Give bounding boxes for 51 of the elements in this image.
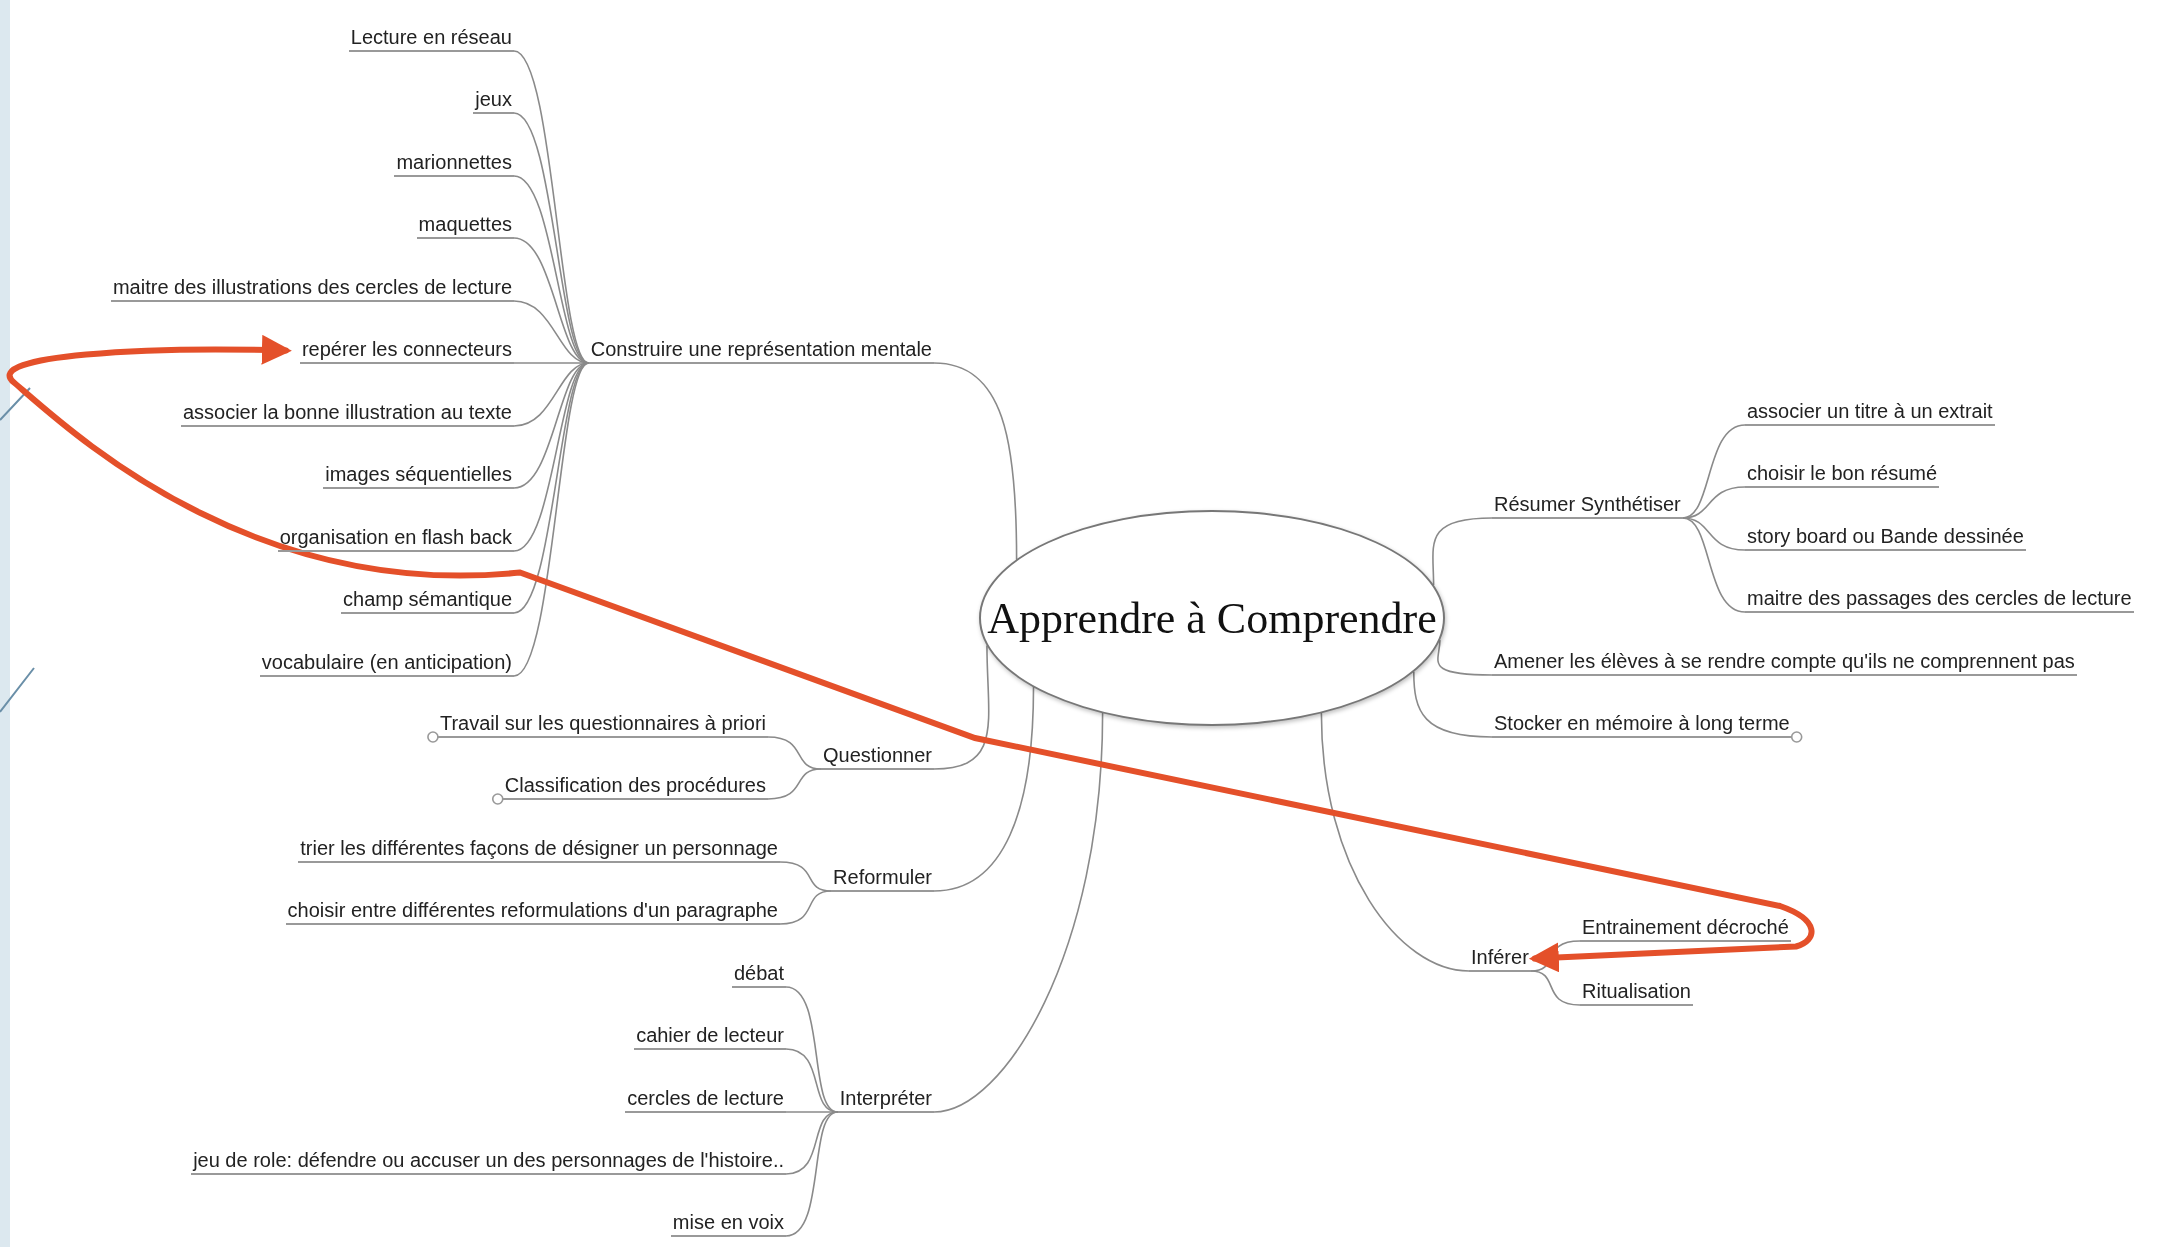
branch-label: choisir entre différentes reformulations d'un paragraphe xyxy=(285,898,780,925)
branch-line xyxy=(1432,517,1493,586)
branch-label: champ sémantique xyxy=(341,587,514,614)
branch-line xyxy=(1437,639,1493,676)
branch-label: repérer les connecteurs xyxy=(299,337,514,364)
central-topic-text: Apprendre à Comprendre xyxy=(987,592,1437,644)
branch-label: Travail sur les questionnaires à priori xyxy=(437,711,768,738)
branch-label: cercles de lecture xyxy=(625,1086,786,1113)
branch-label: Reformuler xyxy=(831,865,934,892)
branch-label: images séquentielles xyxy=(323,462,514,489)
branch-label: jeu de role: défendre ou accuser un des personnages de l'histoire.. xyxy=(191,1148,786,1175)
branch-line xyxy=(933,712,1104,1113)
branch-label: maitre des illustrations des cercles de lecture xyxy=(110,275,514,302)
branch-label: Lecture en réseau xyxy=(348,25,514,52)
branch-line xyxy=(513,362,590,614)
branch-label: choisir le bon résumé xyxy=(1745,461,1940,488)
branch-label: vocabulaire (en anticipation) xyxy=(259,650,514,677)
branch-line xyxy=(779,890,832,925)
branch-line xyxy=(785,1111,839,1237)
branch-label: débat xyxy=(731,961,786,988)
branch-label: cahier de lecteur xyxy=(634,1023,786,1050)
branch-label: Interpréter xyxy=(837,1086,934,1113)
branch-label: maitre des passages des cercles de lecture xyxy=(1745,586,2134,613)
branch-label: associer un titre à un extrait xyxy=(1745,399,1995,426)
branch-line xyxy=(933,645,990,770)
relationship-arrow xyxy=(6,335,1815,973)
branch-line xyxy=(1320,712,1470,972)
branch-label: mise en voix xyxy=(670,1210,786,1237)
branch-label: marionnettes xyxy=(394,150,514,177)
branch-label: Inférer xyxy=(1469,945,1531,972)
branch-label: trier les différentes façons de désigner un personnage xyxy=(298,836,780,863)
branch-label: Résumer Synthétiser xyxy=(1492,492,1683,519)
branch-line xyxy=(933,686,1035,892)
branch-label: Amener les élèves à se rendre compte qu'ils ne comprennent pas xyxy=(1492,649,2077,676)
branch-line xyxy=(933,362,1018,560)
branch-label: jeux xyxy=(473,87,514,114)
branch-label: Stocker en mémoire à long terme xyxy=(1492,711,1792,738)
branch-line xyxy=(1413,671,1493,738)
branch-label: Classification des procédures xyxy=(502,773,768,800)
branch-label: story board ou Bande dessinée xyxy=(1745,524,2026,551)
branch-label: Construire une représentation mentale xyxy=(588,337,934,364)
branch-label: associer la bonne illustration au texte xyxy=(180,400,514,427)
branch-label: Questionner xyxy=(821,743,934,770)
branch-label: organisation en flash back xyxy=(277,525,514,552)
branch-label: Ritualisation xyxy=(1580,979,1693,1006)
branch-line xyxy=(1530,970,1581,1006)
branch-label: maquettes xyxy=(416,212,514,239)
branch-line xyxy=(513,362,590,677)
branch-line xyxy=(1681,517,1746,613)
branch-line xyxy=(767,768,822,800)
branch-label: Entrainement décroché xyxy=(1580,915,1791,942)
